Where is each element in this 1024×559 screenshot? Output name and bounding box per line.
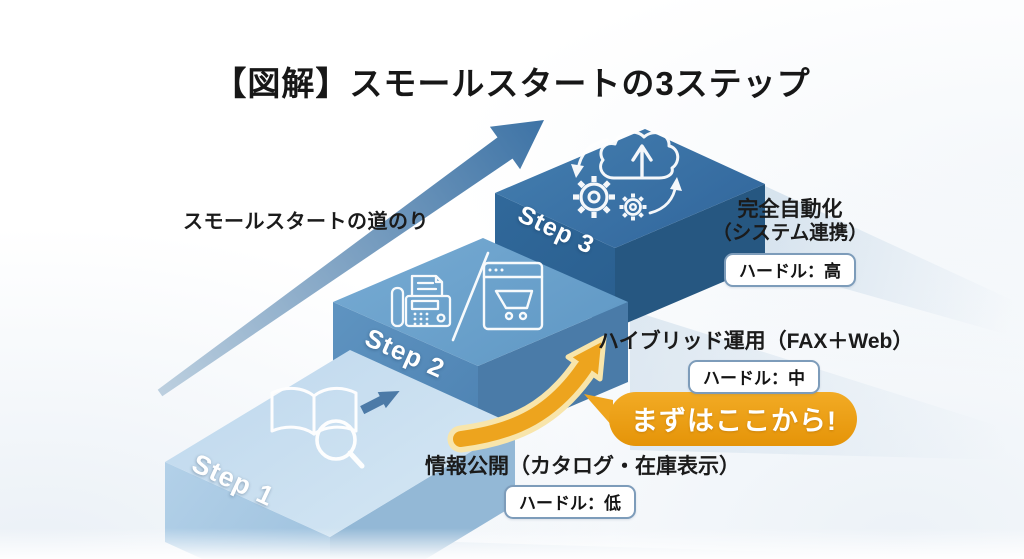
fax-icon bbox=[390, 274, 452, 328]
step2-hurdle-badge: ハードル：中 bbox=[688, 360, 820, 395]
step1-right-face bbox=[330, 425, 515, 559]
step1-hurdle-badge: ハードル：低 bbox=[504, 485, 636, 520]
sync-arrows-icon bbox=[571, 138, 682, 215]
step1-top-face bbox=[165, 350, 515, 537]
step3-description: 完全自動化 （システム連携） ハードル：高 bbox=[692, 197, 888, 287]
gear-large-icon bbox=[573, 176, 615, 218]
web-cart-icon bbox=[482, 261, 544, 331]
step3-name-sub: （システム連携） bbox=[712, 222, 868, 245]
small-up-arrow-icon bbox=[360, 391, 400, 415]
journey-label: スモールスタートの道のり bbox=[183, 211, 429, 233]
slash-divider bbox=[451, 251, 490, 342]
step2-description: ハイブリッド運用（FAX＋Web） ハードル：中 bbox=[598, 329, 914, 395]
cloud-gears-sync-icon bbox=[571, 130, 682, 221]
page-title: 【図解】スモールスタートの3ステップ bbox=[213, 65, 811, 102]
step1-description: 情報公開（カタログ・在庫表示） ハードル：低 bbox=[425, 454, 740, 520]
step3-right-face bbox=[615, 184, 765, 328]
gear-small-icon bbox=[619, 193, 647, 221]
step3-hurdle-badge: ハードル：高 bbox=[724, 252, 856, 287]
upload-arrow-icon bbox=[631, 144, 653, 178]
book-magnifier-icon bbox=[270, 387, 365, 469]
start-here-bubble bbox=[584, 392, 857, 446]
start-here-callout-text: まずはここから! bbox=[631, 406, 837, 436]
start-here-arrow-icon bbox=[447, 335, 607, 453]
step2-right-face bbox=[478, 302, 628, 446]
step1-name: 情報公開（カタログ・在庫表示） bbox=[425, 455, 740, 478]
step3-name: 完全自動化 bbox=[737, 198, 843, 221]
bottom-fade bbox=[0, 528, 1024, 559]
step2-name: ハイブリッド運用（FAX＋Web） bbox=[598, 330, 914, 353]
journey-arrow-icon bbox=[157, 120, 544, 397]
step3-top-face bbox=[495, 129, 765, 248]
step2-top-face bbox=[333, 238, 628, 366]
